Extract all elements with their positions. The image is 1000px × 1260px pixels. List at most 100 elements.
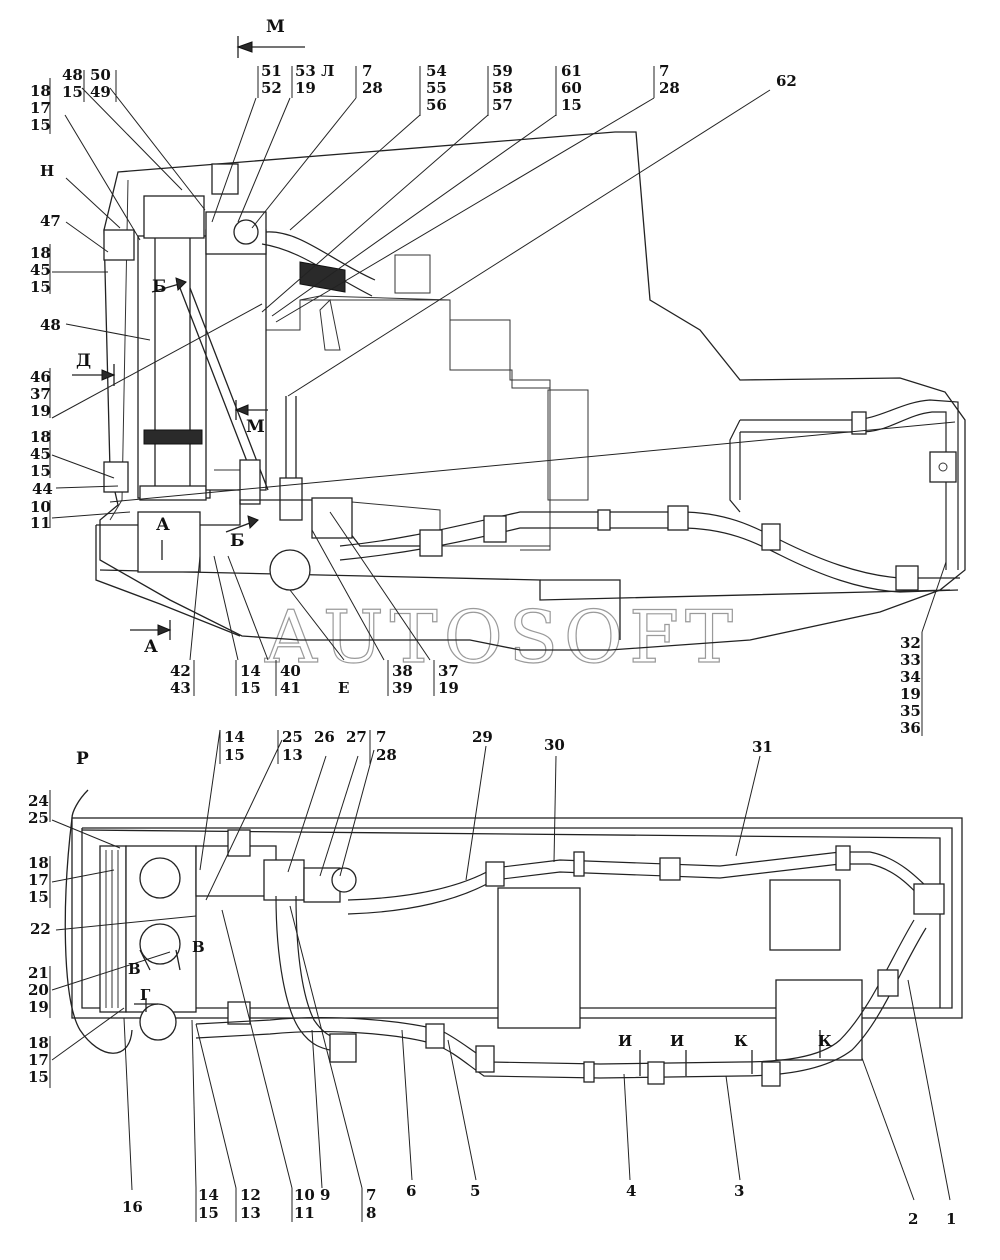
callout-40-41-l2: 41 bbox=[280, 679, 301, 697]
fan-shroud-detail bbox=[319, 298, 341, 351]
view-M-top-arrowhead bbox=[236, 41, 253, 53]
view-G-arrow bbox=[134, 998, 158, 1012]
coupling-3 bbox=[647, 1061, 665, 1085]
leader-50-49 bbox=[109, 87, 206, 211]
callout-32-l4: 19 bbox=[900, 685, 921, 703]
radiator-fins bbox=[154, 238, 191, 488]
gearbox-block bbox=[547, 389, 589, 501]
callout-16: 16 bbox=[122, 1198, 143, 1216]
callout-51-52-l2: 52 bbox=[261, 79, 282, 97]
callout-bars-plan bbox=[49, 730, 371, 1222]
callout-47: 47 bbox=[40, 212, 61, 230]
leader-54 bbox=[289, 114, 421, 231]
callout-18-17-15-b-l3: 15 bbox=[28, 1068, 49, 1086]
callout-14-15-top-l2: 15 bbox=[240, 679, 261, 697]
leader-3 bbox=[725, 1075, 741, 1181]
callout-32-l5: 35 bbox=[900, 702, 921, 720]
callout-59-l1: 59 bbox=[492, 62, 513, 80]
leader-25-13 bbox=[205, 739, 283, 901]
callout-27: 27 bbox=[346, 728, 367, 746]
water-pump bbox=[137, 511, 201, 573]
leader-46-37-19 bbox=[51, 303, 263, 419]
radiator-lower-band bbox=[143, 429, 203, 445]
hose-coupling-3 bbox=[667, 505, 689, 531]
filler-cap-H bbox=[103, 229, 135, 261]
callout-53-19-l2: 19 bbox=[295, 79, 316, 97]
callout-48-left: 48 bbox=[40, 316, 61, 334]
heater-supply-hose bbox=[339, 511, 960, 579]
return-clip bbox=[851, 411, 867, 435]
callout-18-17-15-l2: 17 bbox=[30, 99, 51, 117]
callout-31: 31 bbox=[752, 738, 773, 756]
leader-7-8 bbox=[289, 905, 363, 1189]
leader-47 bbox=[65, 221, 109, 253]
radiator-plan-fins bbox=[105, 850, 119, 1008]
bracket-plan-low bbox=[227, 1001, 251, 1025]
callout-62: 62 bbox=[776, 72, 797, 90]
frame-rail-line bbox=[81, 829, 941, 1008]
callout-18-17-15-l3: 15 bbox=[30, 116, 51, 134]
callout-12-13-l1: 12 bbox=[240, 1186, 261, 1204]
leader-37-19 bbox=[329, 511, 431, 661]
frame-step bbox=[540, 579, 621, 640]
callout-18-45-15-b-l3: 15 bbox=[30, 462, 51, 480]
cab-outline bbox=[99, 131, 966, 651]
coupling-2 bbox=[761, 1061, 781, 1087]
callout-18-17-15-b-l2: 17 bbox=[28, 1051, 49, 1069]
view-M-mid-arrowhead bbox=[234, 404, 249, 416]
view-mark-I1: И bbox=[618, 1032, 632, 1050]
leader-24-25 bbox=[51, 819, 121, 849]
cab-heater-valve bbox=[929, 451, 957, 483]
leader-4 bbox=[623, 1073, 631, 1181]
detail-P-outline bbox=[64, 817, 133, 1054]
leader-5 bbox=[447, 1039, 477, 1181]
supply-hose-plan bbox=[347, 851, 941, 901]
hose-coupling-1 bbox=[419, 529, 443, 557]
coupling-29 bbox=[485, 861, 505, 887]
callout-61-l2: 60 bbox=[561, 79, 582, 97]
leader-14-15-top bbox=[199, 729, 221, 871]
return-hose-plan-edge bbox=[195, 927, 927, 1079]
callout-18-45-15-b-l1: 18 bbox=[30, 428, 51, 446]
callout-32-l6: 36 bbox=[900, 719, 921, 737]
gearbox-plan bbox=[497, 887, 581, 1029]
callout-21-20-19-l1: 21 bbox=[28, 964, 49, 982]
supply-hose-plan-edge bbox=[347, 863, 935, 915]
leader-H bbox=[65, 177, 121, 229]
callout-25-13-l2: 13 bbox=[282, 746, 303, 764]
callout-18-45-15-b-l2: 45 bbox=[30, 445, 51, 463]
thermostat-cap bbox=[233, 219, 259, 245]
long-leader bbox=[109, 421, 956, 503]
callout-38-39-l2: 39 bbox=[392, 679, 413, 697]
leader-38-39 bbox=[311, 529, 385, 661]
detail-E-circle bbox=[269, 549, 311, 591]
leader-59 bbox=[261, 114, 489, 313]
callout-53-19-l1: 53 Л bbox=[295, 62, 334, 80]
view-mark-I2: И bbox=[670, 1032, 684, 1050]
leader-32 bbox=[921, 561, 947, 633]
callout-54-l3: 56 bbox=[426, 96, 447, 114]
callout-48-15-l2: 15 bbox=[62, 83, 83, 101]
fan-hub-mid bbox=[139, 923, 181, 965]
coupling-4 bbox=[475, 1045, 495, 1073]
bracket-plan bbox=[227, 829, 251, 857]
callout-59-l3: 57 bbox=[492, 96, 513, 114]
thermostat-plan bbox=[263, 859, 305, 901]
callout-18-17-15-a-l2: 17 bbox=[28, 871, 49, 889]
leader-6 bbox=[401, 1029, 413, 1181]
return-hose-plan bbox=[195, 919, 915, 1065]
expansion-tank-neck bbox=[211, 163, 239, 195]
coupling-5 bbox=[425, 1023, 445, 1049]
callout-10-11-l2: 11 bbox=[30, 514, 51, 532]
callout-24-25-l1: 24 bbox=[28, 792, 49, 810]
callout-50-49-l2: 49 bbox=[90, 83, 111, 101]
callout-18-45-15-a-l1: 18 bbox=[30, 244, 51, 262]
detail-P-top bbox=[71, 789, 89, 819]
callout-H: Н bbox=[40, 162, 54, 180]
clip-30 bbox=[573, 851, 585, 877]
coupling-30 bbox=[659, 857, 681, 881]
callout-3: 3 bbox=[734, 1182, 744, 1200]
leader-18-17-15-a bbox=[51, 869, 115, 883]
leader-10-11 bbox=[51, 511, 131, 519]
